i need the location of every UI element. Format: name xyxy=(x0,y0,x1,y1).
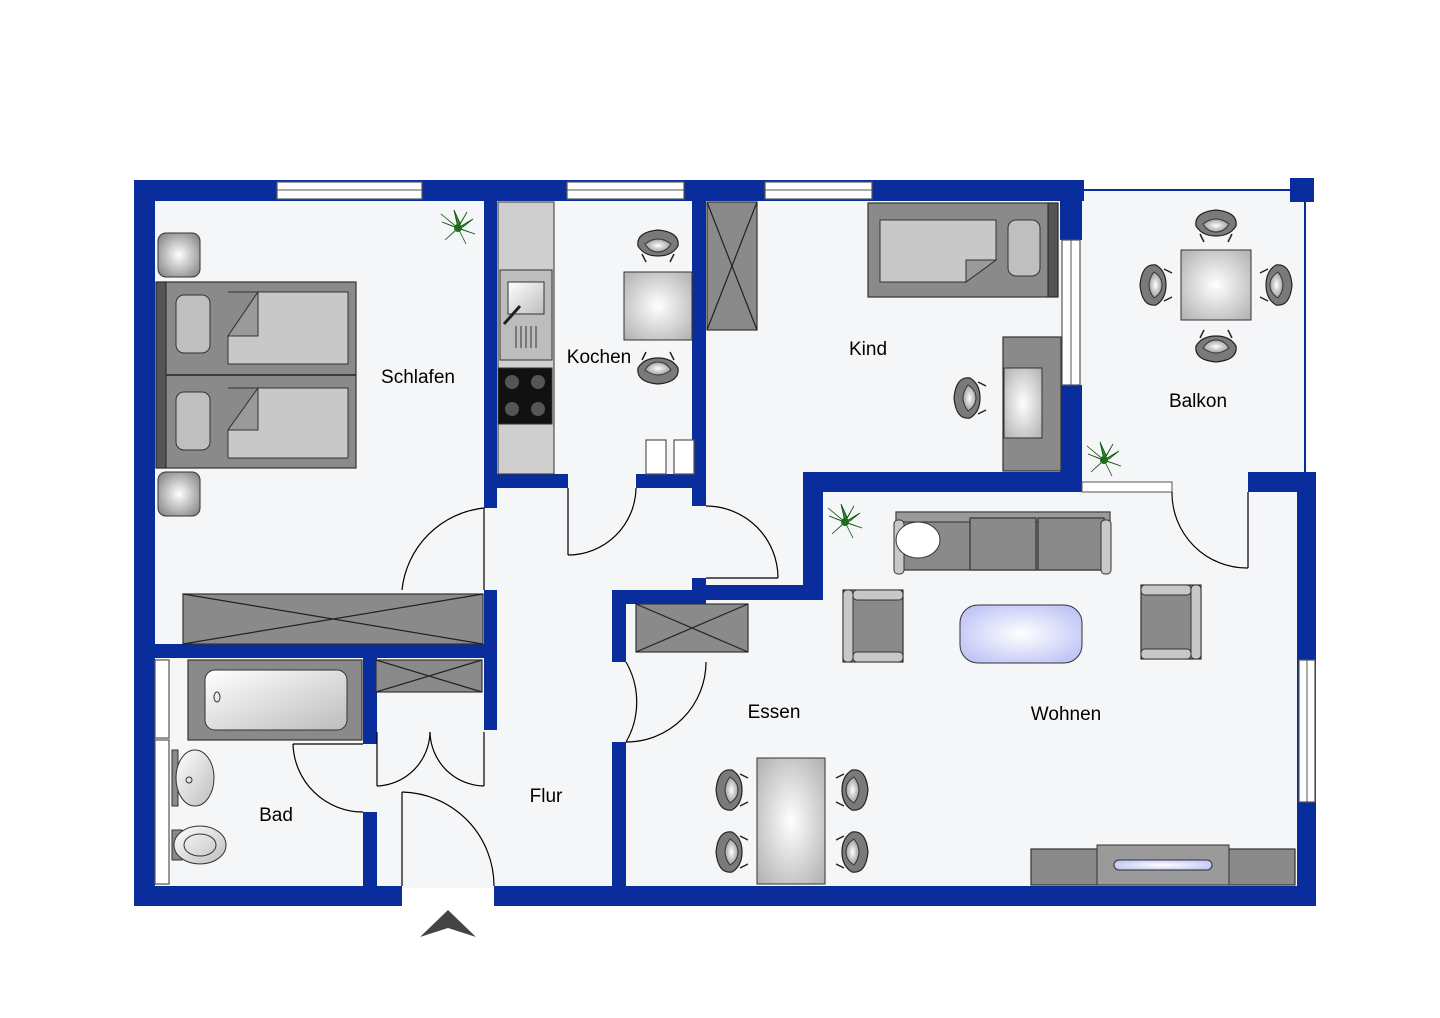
room-label-schlafen: Schlafen xyxy=(381,367,455,388)
sideboard-essen xyxy=(635,603,749,653)
dining-table xyxy=(715,757,869,885)
armchair-left xyxy=(842,589,904,663)
windows xyxy=(154,181,1316,885)
room-label-wohnen: Wohnen xyxy=(1031,704,1101,725)
double-bed xyxy=(155,232,357,517)
washbasin xyxy=(171,749,215,807)
sofa xyxy=(893,511,1112,575)
balcony-table xyxy=(1139,209,1293,363)
wardrobe-kind xyxy=(706,201,758,331)
toilet xyxy=(171,825,227,865)
tv-sideboard xyxy=(1030,844,1296,886)
bathtub xyxy=(187,659,363,741)
room-label-kochen: Kochen xyxy=(567,347,631,368)
entrance-arrow-icon xyxy=(420,910,476,937)
cabinet-bad xyxy=(375,659,483,693)
doors xyxy=(292,487,1249,887)
kitchen-table xyxy=(623,229,693,385)
wardrobe-schlafen xyxy=(182,593,484,645)
coffee-table xyxy=(959,604,1083,664)
kitchen-counter xyxy=(497,201,555,475)
room-label-balkon: Balkon xyxy=(1169,391,1227,412)
room-label-essen: Essen xyxy=(748,702,801,723)
room-label-kind: Kind xyxy=(849,339,887,360)
armchair-right xyxy=(1140,584,1202,660)
room-label-flur: Flur xyxy=(530,786,563,807)
room-label-bad: Bad xyxy=(259,805,293,826)
single-bed xyxy=(867,202,1059,298)
balcony-railing xyxy=(1084,189,1306,472)
desk xyxy=(953,336,1062,472)
